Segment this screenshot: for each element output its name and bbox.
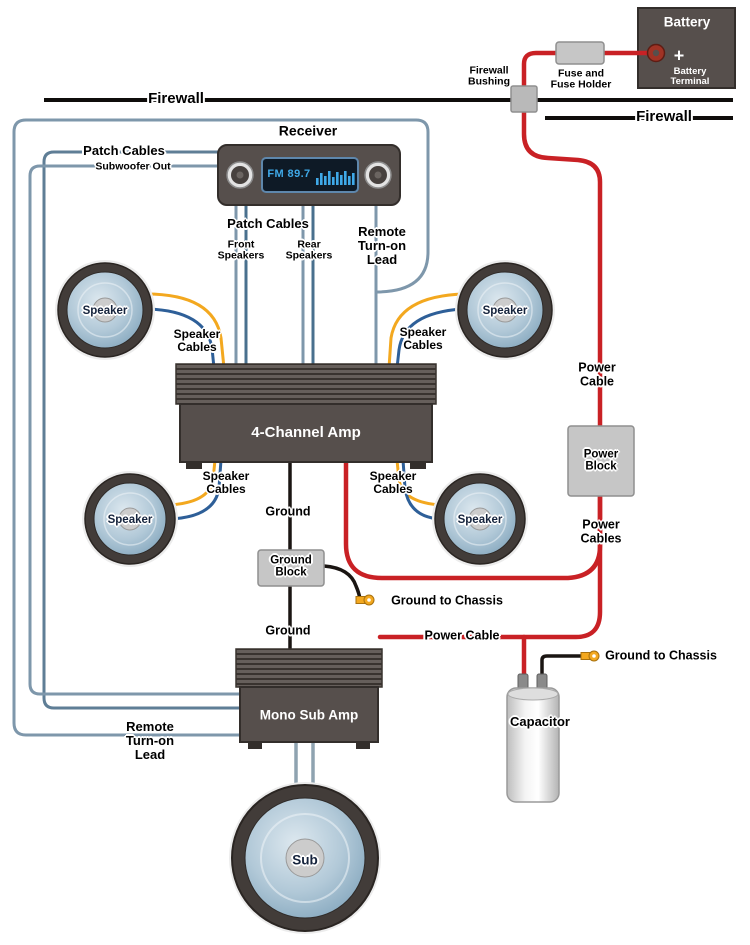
power-block-box — [567, 425, 635, 497]
speaker-cables-rr-label: Speaker Cables — [369, 469, 417, 496]
chassis-lug-capacitor-icon — [580, 650, 600, 662]
power-cable-main-label: Power Cable — [578, 360, 616, 388]
speaker-front-right-icon — [455, 260, 555, 360]
power-cable-block-to-mono-amp — [377, 493, 603, 640]
fuse-holder-label: Fuse and Fuse Holder — [550, 67, 612, 91]
rl-speaker-wire-blue — [168, 458, 223, 521]
chassis-lug-amp-icon — [355, 594, 375, 606]
firewall-lines — [44, 98, 733, 120]
amp-4-channel — [175, 363, 437, 469]
front-speakers-label: Front Speakers — [217, 238, 265, 262]
speaker-front-left-icon — [55, 260, 155, 360]
fr-speaker-wire-blue — [395, 307, 464, 370]
capacitor-cylinder — [506, 673, 560, 803]
patch-and-remote-cables — [12, 118, 430, 737]
amp-mono-label: Mono Sub Amp — [259, 707, 359, 723]
subwoofer-patch-wire-2 — [28, 164, 248, 696]
firewall-bushing-box — [510, 85, 538, 113]
fl-speaker-wire-yellow — [144, 292, 226, 370]
firewall-left-label: Firewall — [148, 89, 204, 107]
ground-chassis-amp-label: Ground to Chassis — [391, 593, 503, 608]
speaker-fl-label: Speaker — [82, 304, 128, 317]
firewall-right-label: Firewall — [636, 107, 692, 125]
fr-speaker-wire-yellow — [387, 292, 466, 370]
amp-4ch-label: 4-Channel Amp — [251, 423, 361, 441]
speaker-rear-left-icon — [82, 471, 178, 567]
ground-chassis-cap-label: Ground to Chassis — [605, 648, 717, 663]
fl-speaker-wire-blue — [146, 307, 216, 370]
speaker-rr-label: Speaker — [457, 513, 503, 526]
remote-lead-loop-wire — [12, 118, 430, 737]
rl-speaker-wire-yellow — [166, 458, 217, 507]
spectrum-bars-icon — [316, 171, 355, 185]
receiver-knob-right-icon — [364, 161, 392, 189]
power-cable-battery-to-block — [521, 50, 653, 429]
ground-wire-chassis — [322, 564, 362, 601]
remote-lead-bottom-label: Remote Turn-on Lead — [125, 718, 175, 763]
speaker-rl-label: Speaker — [107, 513, 153, 526]
capacitor-label: Capacitor — [510, 713, 570, 729]
speaker-fr-label: Speaker — [482, 304, 528, 317]
ground-top-label: Ground — [265, 504, 311, 519]
sub-label: Sub — [292, 852, 318, 868]
power-cables-label: Power Cables — [580, 517, 622, 545]
patch-cables-mid-label: Patch Cables — [227, 215, 309, 231]
receiver-knob-left-icon — [226, 161, 254, 189]
receiver-display — [261, 157, 359, 193]
power-cable-bottom-label: Power Cable — [424, 628, 500, 643]
speaker-cables-fl-label: Speaker Cables — [173, 327, 221, 354]
subwoofer-patch-wire-1 — [42, 150, 248, 710]
ground-bottom-label: Ground — [265, 623, 311, 638]
patch-cables-left-label: Patch Cables — [83, 142, 165, 158]
ground-block-label: Ground Block — [270, 554, 312, 579]
speaker-cables-fr-label: Speaker Cables — [399, 325, 447, 352]
power-cable-wires — [343, 50, 653, 683]
fuse-holder-box — [555, 41, 605, 65]
battery-plus-sign: + — [673, 45, 685, 66]
power-block-label: Power Block — [583, 448, 619, 473]
receiver-unit — [217, 144, 401, 206]
rear-speakers-label: Rear Speakers — [285, 238, 333, 262]
battery-terminal-label: Battery Terminal — [670, 65, 710, 87]
receiver-label: Receiver — [278, 122, 338, 139]
battery-label: Battery — [663, 14, 711, 30]
remote-lead-top-label: Remote Turn-on Lead — [357, 223, 407, 268]
ground-block-box — [257, 549, 325, 587]
battery-terminal-icon — [646, 43, 666, 63]
firewall-bushing-label: Firewall Bushing — [468, 64, 510, 88]
receiver-display-text: FM 89.7 — [267, 168, 311, 181]
amp-mono-sub — [235, 648, 383, 749]
subwoofer-out-label: Subwoofer Out — [95, 160, 171, 173]
subwoofer-icon — [229, 782, 381, 934]
speaker-rear-right-icon — [432, 471, 528, 567]
ground-wire-capacitor — [540, 654, 587, 683]
speaker-cables-rl-label: Speaker Cables — [202, 469, 250, 496]
